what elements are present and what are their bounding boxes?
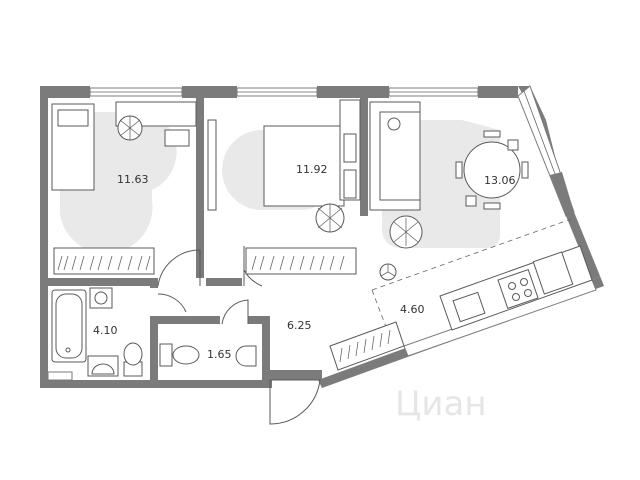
room-area-bedroom-1: 11.63 [117,173,149,186]
bedroom-1-furniture [51,101,197,275]
room-area-bedroom-2: 11.92 [296,163,328,176]
doors [157,246,321,425]
walls [40,85,604,388]
room-area-toilet: 1.65 [207,348,232,361]
kitchen-furniture [371,217,593,349]
watermark: Циан [395,384,487,424]
hallway-wardrobe [329,321,405,371]
room-area-hallway: 6.25 [287,319,312,332]
bedroom-2-furniture [207,99,361,275]
room-area-living-room: 13.06 [484,174,516,187]
living-room-furniture [369,101,529,281]
toilet-fixtures [159,343,257,367]
plant-icon [315,203,345,233]
room-area-kitchen: 4.60 [400,303,425,316]
ceiling-lamp-icon [379,263,397,281]
plant-icon [117,115,143,141]
room-area-bathroom: 4.10 [93,324,118,337]
bathroom-fixtures [51,287,143,377]
plant-icon [389,215,423,249]
